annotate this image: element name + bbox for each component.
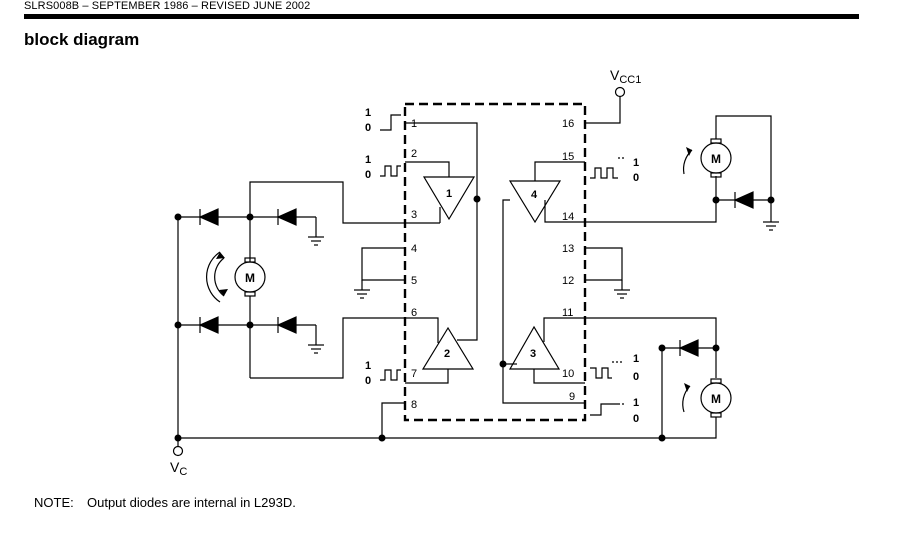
pin-15-label: 15: [562, 151, 574, 163]
logic-high-pin10: 1: [633, 353, 639, 365]
vcc1-label: VCC1: [610, 67, 641, 86]
logic-high-pin7: 1: [365, 360, 371, 372]
logic-low-pin7: 0: [365, 375, 371, 387]
driver-4-triangle: [508, 180, 562, 224]
pin-6-label: 6: [411, 307, 417, 319]
pin-11-label: 11: [562, 307, 573, 319]
motor-left-label: M: [245, 271, 255, 285]
logic-low-pin2: 0: [365, 169, 371, 181]
pin-13-label: 13: [562, 243, 574, 255]
pin-1-label: 1: [411, 118, 417, 130]
motor-upper-right-label: M: [711, 152, 721, 166]
pin-8-label: 8: [411, 399, 417, 411]
ic-package-outline: [403, 102, 587, 422]
pin-3-label: 3: [411, 209, 417, 221]
logic-low-pin15: 0: [633, 172, 639, 184]
pin-9-label: 9: [569, 391, 575, 403]
logic-low-pin10: 0: [633, 371, 639, 383]
logic-high-pin1: 1: [365, 107, 371, 119]
motor-lower-right-label: M: [711, 392, 721, 406]
document-reference: SLRS008B – SEPTEMBER 1986 – REVISED JUNE…: [24, 0, 311, 12]
note-text: Output diodes are internal in L293D.: [87, 495, 296, 510]
header-rule: [24, 14, 859, 19]
driver-2-label: 2: [444, 348, 450, 360]
pin-2-label: 2: [411, 148, 417, 160]
logic-low-pin1: 0: [365, 122, 371, 134]
logic-low-pin9: 0: [633, 413, 639, 425]
pin-7-label: 7: [411, 368, 417, 380]
pin-10-label: 10: [562, 368, 574, 380]
vc-label: VC: [170, 459, 187, 478]
logic-high-pin2: 1: [365, 154, 371, 166]
section-title: block diagram: [24, 30, 140, 49]
logic-high-pin15: 1: [633, 157, 639, 169]
logic-high-pin9: 1: [633, 397, 639, 409]
pin-4-label: 4: [411, 243, 417, 255]
driver-1-label: 1: [446, 188, 452, 200]
driver-3-label: 3: [530, 348, 536, 360]
diagram-note: NOTE: Output diodes are internal in L293D…: [34, 495, 296, 510]
note-label: NOTE:: [34, 495, 74, 510]
pin-16-label: 16: [562, 118, 574, 130]
driver-4-label: 4: [531, 189, 538, 201]
pin-12-label: 12: [562, 275, 574, 287]
pin-14-label: 14: [562, 211, 574, 223]
pin-5-label: 5: [411, 275, 417, 287]
